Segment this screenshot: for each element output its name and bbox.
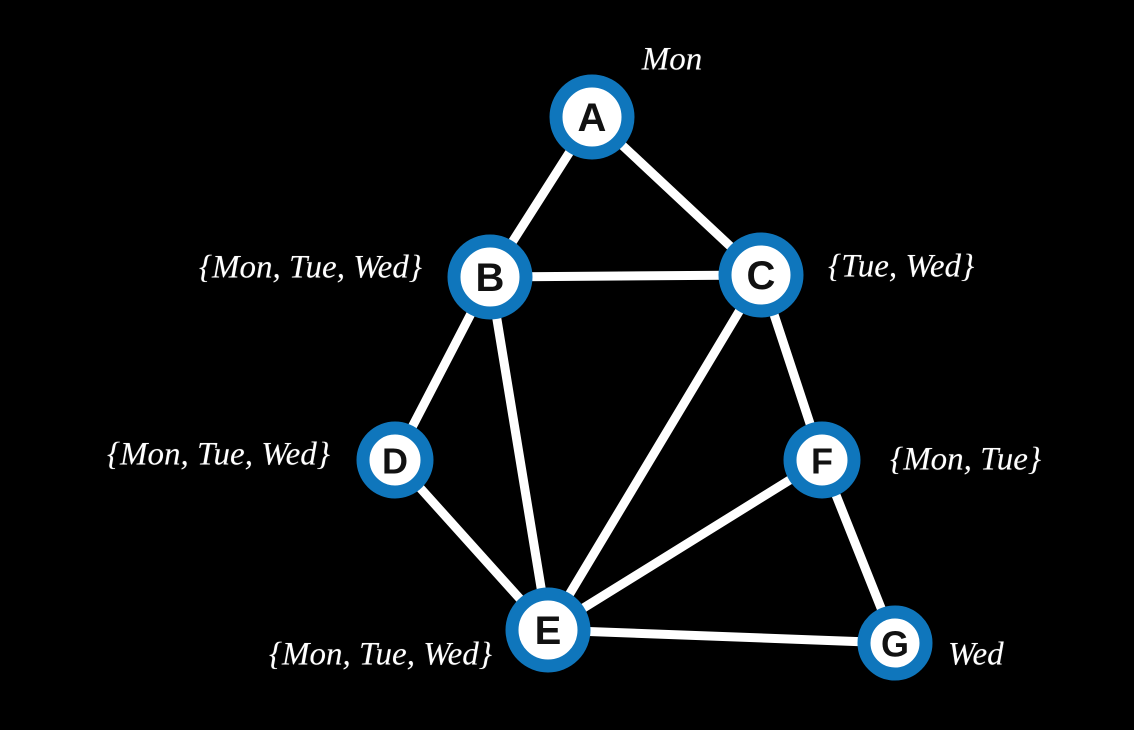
node-d-circle: [356, 421, 434, 499]
domain-label-a: Mon: [641, 41, 703, 78]
node-a[interactable]: A: [549, 74, 635, 160]
node-d-letter: D: [382, 441, 408, 482]
node-c-circle: [718, 232, 804, 318]
edge-e-f: [543, 455, 827, 635]
node-e-circle: [505, 587, 591, 673]
node-e-letter: E: [535, 609, 562, 653]
edge-b-e: [485, 272, 553, 635]
edge-c-e: [543, 270, 766, 635]
nodes-group: A B C D E F G: [356, 74, 933, 681]
edge-b-c: [485, 270, 766, 282]
node-f-circle: [783, 421, 861, 499]
node-f[interactable]: F: [783, 421, 861, 499]
node-b-circle: [447, 234, 533, 320]
domain-label-f: {Mon, Tue}: [890, 441, 1042, 478]
node-g-letter: G: [881, 624, 909, 665]
node-f-letter: F: [811, 441, 833, 482]
node-b-letter: B: [476, 256, 505, 300]
node-a-circle: [549, 74, 635, 160]
node-b[interactable]: B: [447, 234, 533, 320]
node-g-circle: [857, 605, 933, 681]
node-g[interactable]: G: [857, 605, 933, 681]
node-d[interactable]: D: [356, 421, 434, 499]
edge-e-g: [543, 625, 900, 648]
domain-label-d: {Mon, Tue, Wed}: [106, 436, 330, 473]
domain-label-b: {Mon, Tue, Wed}: [198, 249, 422, 286]
node-a-letter: A: [578, 96, 607, 140]
domain-label-g: Wed: [948, 636, 1004, 673]
edges-group: [390, 112, 900, 648]
domain-label-c: {Tue, Wed}: [828, 248, 975, 285]
node-c[interactable]: C: [718, 232, 804, 318]
node-c-letter: C: [747, 254, 776, 298]
domain-label-e: {Mon, Tue, Wed}: [268, 636, 492, 673]
node-e[interactable]: E: [505, 587, 591, 673]
